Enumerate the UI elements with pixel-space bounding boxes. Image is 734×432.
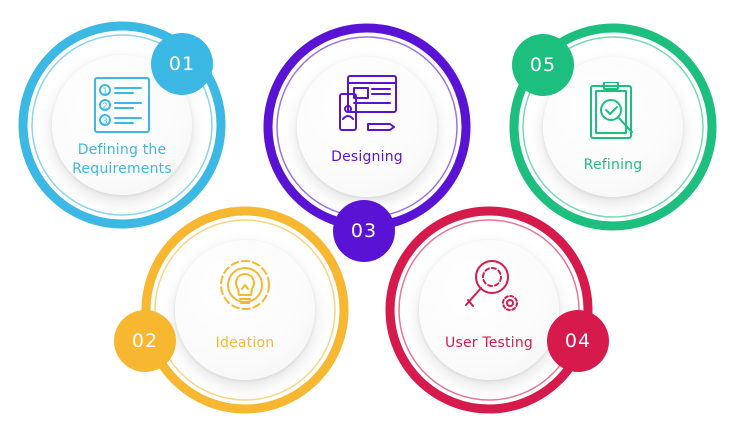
step-01-ring	[18, 21, 226, 229]
checklist-icon: 1 2 3	[94, 77, 150, 133]
step-05-ring	[509, 23, 717, 231]
step-01-badge: 01	[151, 33, 213, 95]
step-04-label: User Testing	[445, 335, 533, 351]
step-01-label: Defining the Requirements	[37, 141, 207, 179]
step-05: Refining 05	[508, 22, 718, 232]
step-01-label-line1: Defining the	[77, 142, 167, 158]
clipboard-check-icon	[590, 82, 633, 139]
svg-text:1: 1	[102, 87, 107, 96]
step-04: User Testing 04	[384, 205, 609, 415]
step-01: 1 2 3 Defining the Requirements 01	[17, 20, 227, 230]
lightbulb-gear-icon	[220, 260, 270, 310]
step-01-label-line2: Requirements	[72, 161, 172, 177]
step-05-badge: 05	[512, 34, 574, 96]
svg-text:3: 3	[102, 117, 107, 126]
svg-text:2: 2	[102, 102, 107, 111]
step-02-badge: 02	[114, 310, 176, 372]
step-02: Ideation 02	[114, 205, 350, 415]
magnifier-gears-icon	[465, 260, 518, 311]
step-02-label: Ideation	[215, 335, 275, 351]
step-04-badge: 04	[547, 310, 609, 372]
step-03-badge: 03	[333, 200, 395, 262]
design-tools-icon	[339, 75, 397, 131]
step-05-label: Refining	[583, 157, 643, 173]
step-04-disc	[419, 240, 559, 380]
step-03: Designing 03	[262, 22, 472, 262]
step-03-label: Designing	[331, 149, 403, 165]
